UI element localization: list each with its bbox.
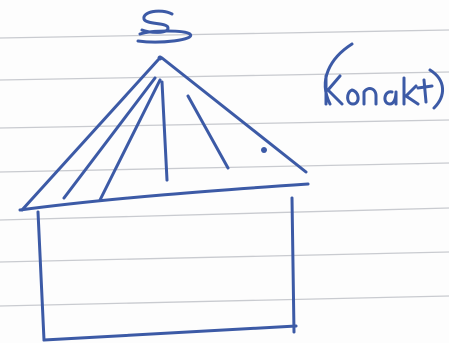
box-left-side — [38, 212, 44, 340]
handwritten-annotation — [325, 44, 442, 108]
ruled-line — [0, 72, 449, 80]
ruled-line — [0, 120, 449, 128]
fan-line — [162, 82, 167, 180]
triangle-roof — [20, 58, 308, 210]
ruled-line — [0, 30, 449, 38]
box-bottom-side — [44, 326, 296, 340]
box-right-side — [292, 198, 294, 332]
ruled-line — [0, 252, 449, 262]
ruled-lines — [0, 30, 449, 306]
roof-left-edge — [22, 60, 158, 210]
ruled-line — [0, 296, 449, 306]
spring-symbol — [138, 11, 191, 42]
ink-mark — [261, 147, 267, 153]
ruled-line — [0, 208, 449, 220]
rectangle-box — [38, 198, 296, 340]
